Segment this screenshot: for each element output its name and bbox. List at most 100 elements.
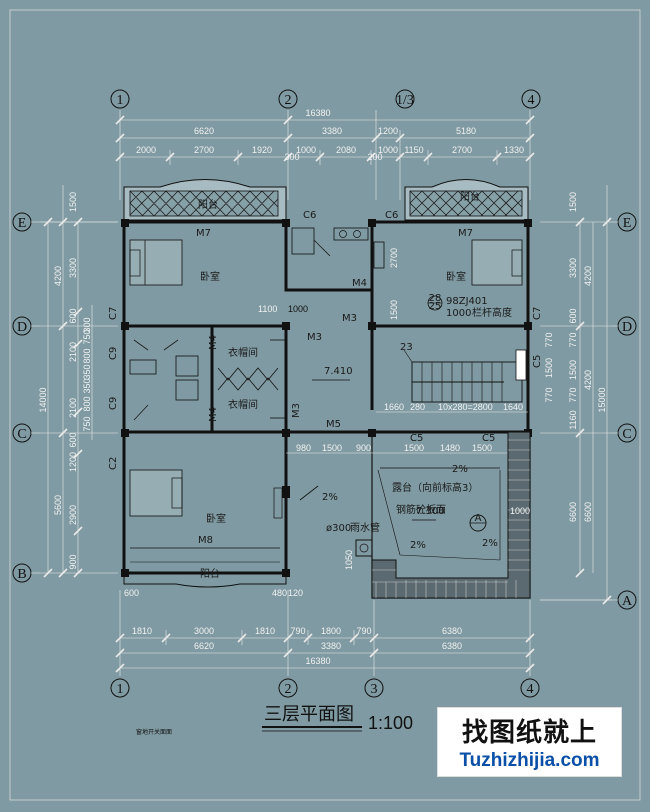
slope-label-4: 2%: [482, 538, 498, 549]
balcony-label-left: 阳台: [198, 198, 218, 211]
stair-ref: 98ZJ401: [446, 296, 488, 307]
bottom-balcony: [123, 560, 287, 588]
watermark-logo: 找图纸就上 Tuzhizhijia.com: [437, 707, 622, 777]
dim-under-120: 120: [288, 588, 303, 598]
dim-left-2-i: 900: [68, 554, 78, 569]
axis-label-right-a: A: [622, 594, 633, 609]
dim-right-1-c: 6600: [583, 502, 593, 522]
left-dimension-lines: [40, 185, 118, 578]
lower-dim-4: 1480: [440, 443, 460, 453]
dim-left-3-f: 800: [82, 396, 92, 411]
stair-dim-280: 280: [410, 402, 425, 412]
lower-dim-3: 1500: [404, 443, 424, 453]
dim-top-2-e: 1000: [296, 145, 316, 155]
dim-top-2-i: 1150: [404, 145, 423, 155]
lower-dim-1: 1500: [322, 443, 342, 453]
dim-left-2-h: 2900: [68, 505, 78, 525]
drawing-scale: 1:100: [368, 713, 413, 733]
window-label-c7-right: C7: [532, 307, 543, 320]
dim-left-2-d: 2100: [68, 342, 78, 362]
right-dimension-lines: [540, 185, 612, 605]
dim-1100: 1100: [258, 304, 277, 314]
dim-right-2-a: 1500: [568, 192, 578, 212]
dim-bottom-2-a: 6620: [194, 641, 214, 651]
top-dimension-lines: [115, 110, 535, 200]
axis-label-left-e: E: [18, 216, 27, 231]
window-label-c7-left: C7: [108, 307, 119, 320]
dim-bath-2700: 2700: [389, 248, 399, 268]
window-label-c2: C2: [108, 457, 119, 470]
dim-left-1-a: 4200: [53, 266, 63, 286]
drawing-note: 窗地开关面面: [136, 728, 172, 736]
terrace-level-label: 钢筋砼板面: [396, 503, 446, 516]
stair-right-770-a: 770: [544, 332, 554, 347]
dim-right-2-b: 3300: [568, 258, 578, 278]
pipe-label-text: 雨水管: [350, 521, 380, 534]
door-label-m8: M8: [198, 535, 213, 546]
right-dim-texts: 15000 4200 4200 6600 1500 3300 600 770 1…: [568, 192, 607, 522]
dim-top-2-b: 2700: [194, 145, 214, 155]
door-label-m4-top: M4: [352, 278, 367, 289]
dim-under-480: 480: [272, 588, 287, 598]
bedroom-top-right: [471, 239, 523, 286]
bedroom-top-left: [129, 239, 183, 286]
dim-left-2-e: 2100: [68, 398, 78, 418]
elevation-label: 7.410: [324, 366, 353, 377]
dim-bottom-1-a: 1810: [132, 626, 152, 636]
stair-ref-bottom: 25: [429, 301, 442, 312]
closets: [217, 339, 286, 419]
dim-under-600: 600: [124, 588, 139, 598]
dim-right-1-a: 4200: [583, 266, 593, 286]
axis-bubbles-top: [110, 89, 541, 109]
dim-right-2-c: 600: [568, 308, 578, 323]
watermark-line2: Tuzhizhijia.com: [459, 750, 600, 771]
bedroom-label-2: 卧室: [446, 270, 466, 283]
dim-right-2-d: 770: [568, 332, 578, 347]
dim-left-total: 14000: [38, 387, 48, 412]
door-label-m5: M5: [326, 419, 341, 430]
top-balconies: [123, 179, 529, 221]
dim-left-3-g: 750: [82, 416, 92, 431]
stair-dim-1640: 1640: [503, 402, 523, 412]
dim-bottom-2-b: 3380: [321, 641, 341, 651]
dim-bottom-total: 16380: [305, 656, 330, 666]
stair-right-1500: 1500: [544, 358, 554, 378]
dim-top-1-b: 3380: [322, 126, 342, 136]
lower-dim-5: 1500: [472, 443, 492, 453]
dim-right-2-e: 1500: [568, 360, 578, 380]
stair-right-770-b: 770: [544, 387, 554, 402]
axis-label-bottom-1: 1: [117, 682, 124, 697]
dim-left-2-g: 1200: [68, 452, 78, 472]
watermark-line1: 找图纸就上: [461, 718, 597, 748]
axis-label-left-b: B: [17, 567, 26, 582]
axis-label-right-e: E: [623, 216, 632, 231]
dim-left-3-d: 350: [82, 364, 92, 379]
door-label-m7-left: M7: [196, 228, 211, 239]
window-label-c5-side: C5: [532, 355, 543, 368]
bottom-balcony-label: 阳台: [200, 567, 220, 580]
slope-label-3: 2%: [410, 540, 426, 551]
lower-dim-2: 900: [356, 443, 371, 453]
dim-right-1-b: 4200: [583, 370, 593, 390]
dim-right-2-f: 770: [568, 387, 578, 402]
stair-count: 23: [400, 342, 413, 353]
axis-label-bottom-2: 2: [285, 682, 292, 697]
slope-label-2: 2%: [452, 464, 468, 475]
drawing-title: 三层平面图: [264, 704, 354, 725]
dim-left-3-a: 300: [82, 317, 92, 332]
axis-label-left-d: D: [17, 320, 27, 335]
axis-bubbles-side: [12, 212, 637, 610]
dim-1050: 1050: [344, 550, 354, 570]
window-label-c5-b: C5: [482, 433, 495, 444]
dim-top-1-a: 6620: [194, 126, 214, 136]
bedroom-label-3: 卧室: [206, 512, 226, 525]
dim-1500-mid: 1500: [389, 300, 399, 320]
axis-label-left-c: C: [17, 427, 26, 442]
terrace-label: 露台（向前标高3）: [392, 481, 478, 494]
section-mark: A: [475, 513, 482, 524]
door-label-m3-a: M3: [307, 332, 322, 343]
stair-ref-top: 28: [429, 293, 442, 304]
window-label-c9-a: C9: [108, 347, 119, 360]
dim-left-3-c: 800: [82, 348, 92, 363]
